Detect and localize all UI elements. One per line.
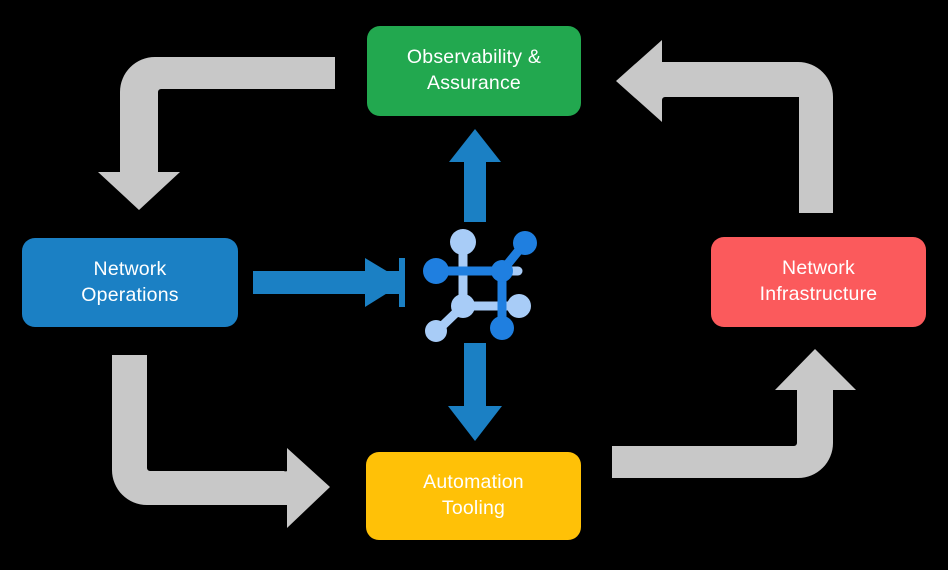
box-automation-tooling-label: Automation Tooling bbox=[423, 471, 524, 519]
box-automation-tooling[interactable]: Automation Tooling bbox=[366, 452, 581, 540]
network-icon-dark-nodes bbox=[423, 231, 537, 340]
arrow-center-to-automation bbox=[464, 343, 486, 409]
arrow-center-to-observability bbox=[464, 160, 486, 222]
box-observability-and-assurance[interactable]: Observability & Assurance bbox=[367, 26, 581, 116]
box-network-infrastructure[interactable]: Network Infrastructure bbox=[711, 237, 926, 327]
arrow-netops-to-center-head bbox=[365, 258, 405, 307]
box-network-infrastructure-label: Network Infrastructure bbox=[759, 257, 878, 305]
box-observability-label: Observability & Assurance bbox=[406, 46, 542, 94]
arrow-observability-to-netops bbox=[98, 57, 335, 210]
network-icon-light-nodes bbox=[425, 229, 531, 342]
arrow-center-to-automation-head bbox=[448, 406, 502, 441]
arrow-netops-to-center bbox=[253, 258, 405, 307]
box-network-operations[interactable]: Network Operations bbox=[22, 238, 238, 327]
arrow-netops-to-automation bbox=[112, 355, 330, 528]
center-icon-wrapper bbox=[418, 218, 542, 342]
arrow-automation-to-netinfra bbox=[612, 349, 856, 478]
arrow-netinfra-to-observability bbox=[616, 40, 833, 213]
box-network-operations-label: Network Operations bbox=[81, 257, 179, 306]
network-topology-icon bbox=[423, 229, 537, 342]
arrow-center-to-observability-head bbox=[449, 129, 501, 162]
